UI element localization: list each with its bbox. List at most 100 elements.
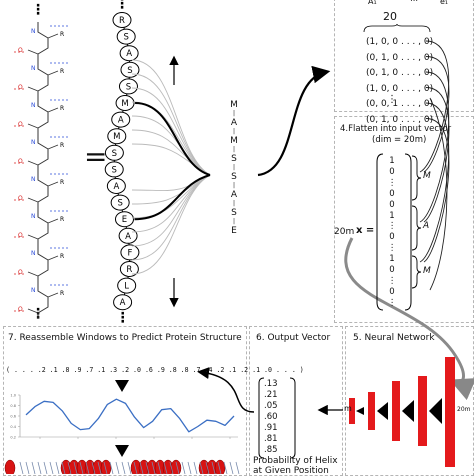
output-values: .13.21.05.60.91.81.85: [264, 379, 278, 456]
side-chain-r: R: [60, 142, 64, 149]
side-chain-bond: [48, 34, 58, 38]
backbone-segment: [38, 244, 48, 281]
residue-letter: R: [119, 16, 125, 26]
carbonyl-bond: [28, 87, 38, 91]
residue-node: M: [108, 129, 126, 144]
vector-entry: ⋮: [384, 298, 400, 309]
reassemble-sequence: ( . . . .2 .1 .8 .9 .7 .1 .3 .2 .0 .6 .9…: [6, 366, 304, 374]
output-value: .21: [264, 390, 278, 401]
residue-node: A: [107, 179, 125, 194]
equals-sign: =: [84, 140, 107, 173]
carbonyl-bond: [28, 161, 38, 165]
residue-letter: E: [122, 215, 127, 225]
neural-network-layers: [349, 357, 455, 467]
carbonyl-bond: [28, 50, 38, 54]
residue-letter: S: [112, 149, 117, 159]
nn-hidden-layer-1: [368, 392, 375, 430]
helix-turn: [5, 460, 15, 474]
helix-probability-line: [26, 399, 234, 432]
carbonyl-bond: [28, 198, 38, 202]
coil-segment: [56, 462, 59, 474]
coil-segment: [44, 462, 47, 474]
residue-letter: M: [113, 132, 120, 142]
side-chain-r: R: [60, 253, 64, 260]
output-value: .05: [264, 401, 278, 412]
oxygen-atom: O: [18, 195, 23, 202]
nn-connection-2: [402, 400, 414, 422]
residue-letter: A: [113, 182, 119, 192]
carbonyl-bond: [28, 235, 38, 239]
coil-segment: [20, 462, 23, 474]
residue-node: E: [115, 212, 133, 227]
oxygen-atom: O: [18, 306, 23, 313]
nitrogen-atom: N: [31, 28, 36, 35]
window-curve-upper: [132, 88, 210, 175]
onehot-row: (0, 1, 0 . . . , 0): [366, 66, 433, 82]
oxygen-atom: O: [18, 121, 23, 128]
residue-node: L: [118, 278, 136, 293]
carbonyl-bond: [28, 124, 38, 128]
residue-node: S: [117, 29, 135, 44]
residue-letter: S: [117, 199, 122, 209]
vector-braces: [410, 152, 424, 312]
output-value: .85: [264, 445, 278, 456]
side-chain-bond: [48, 219, 58, 223]
coil-segment: [38, 462, 41, 474]
chain-top-dots: ⋮: [115, 0, 129, 12]
backbone-segment: [38, 133, 48, 170]
side-chain-r: R: [60, 68, 64, 75]
chart-y-tick-label: 0.2: [10, 436, 16, 440]
backbone-segment: [38, 170, 48, 207]
nitrogen-atom: N: [31, 287, 36, 294]
nitrogen-atom: N: [31, 65, 36, 72]
coil-segment: [116, 462, 119, 474]
nn-hidden-layer-2: [392, 381, 400, 441]
side-chain-bond: [48, 256, 58, 260]
to-onehot-arrow: [258, 72, 326, 175]
residue-letter: R: [126, 265, 132, 275]
coil-segment: [50, 462, 53, 474]
coil-segment: [32, 462, 35, 474]
vector-entry: 0: [384, 189, 400, 200]
backbone-segment: [38, 59, 48, 96]
residue-node: A: [112, 112, 130, 127]
vector-entry: 1: [384, 211, 400, 222]
residue-letter: S: [127, 66, 132, 76]
coil-segment: [26, 462, 29, 474]
onehot-row: (1, 0, 0 . . . , 0): [366, 35, 433, 51]
chart-down-arrow: [115, 445, 129, 457]
residue-letter: A: [118, 116, 124, 126]
output-vector-title: 6. Output Vector: [256, 333, 330, 343]
output-value: .13: [264, 379, 278, 390]
side-chain-r: R: [60, 179, 64, 186]
residue-letter: A: [120, 298, 126, 308]
vector-entry: ⋮: [384, 221, 400, 232]
nitrogen-atom: N: [31, 102, 36, 109]
vector-entry: 0: [384, 200, 400, 211]
coil-segment: [122, 462, 125, 474]
reassemble-title: 7. Reassemble Windows to Predict Protein…: [8, 333, 242, 343]
residue-node: F: [121, 245, 139, 260]
oxygen-atom: O: [18, 84, 23, 91]
residue-letter: L: [124, 282, 129, 292]
vector-entry: 0: [384, 265, 400, 276]
backbone-segment: [38, 96, 48, 133]
output-value: .60: [264, 412, 278, 423]
onehot-ellipsis: ⋮: [387, 94, 397, 105]
residue-letter: S: [123, 33, 128, 43]
nn-connection-3: [429, 398, 442, 424]
output-value: .91: [264, 423, 278, 434]
onehot-rows: (1, 0, 0 . . . , 0)(0, 1, 0 . . . , 0)(0…: [366, 35, 433, 128]
window-curve-upper: [132, 116, 210, 175]
vector-entry: 0: [384, 287, 400, 298]
vector-entry: 1: [384, 156, 400, 167]
sequence-down-arrow: [115, 380, 129, 392]
vector-entry: ⋮: [384, 178, 400, 189]
nitrogen-atom: N: [31, 213, 36, 220]
side-chain-bond: [48, 108, 58, 112]
oxygen-atom: O: [18, 158, 23, 165]
vector-entry: ⋮: [384, 243, 400, 254]
residue-node: A: [119, 228, 137, 243]
residue-node: S: [121, 62, 139, 77]
